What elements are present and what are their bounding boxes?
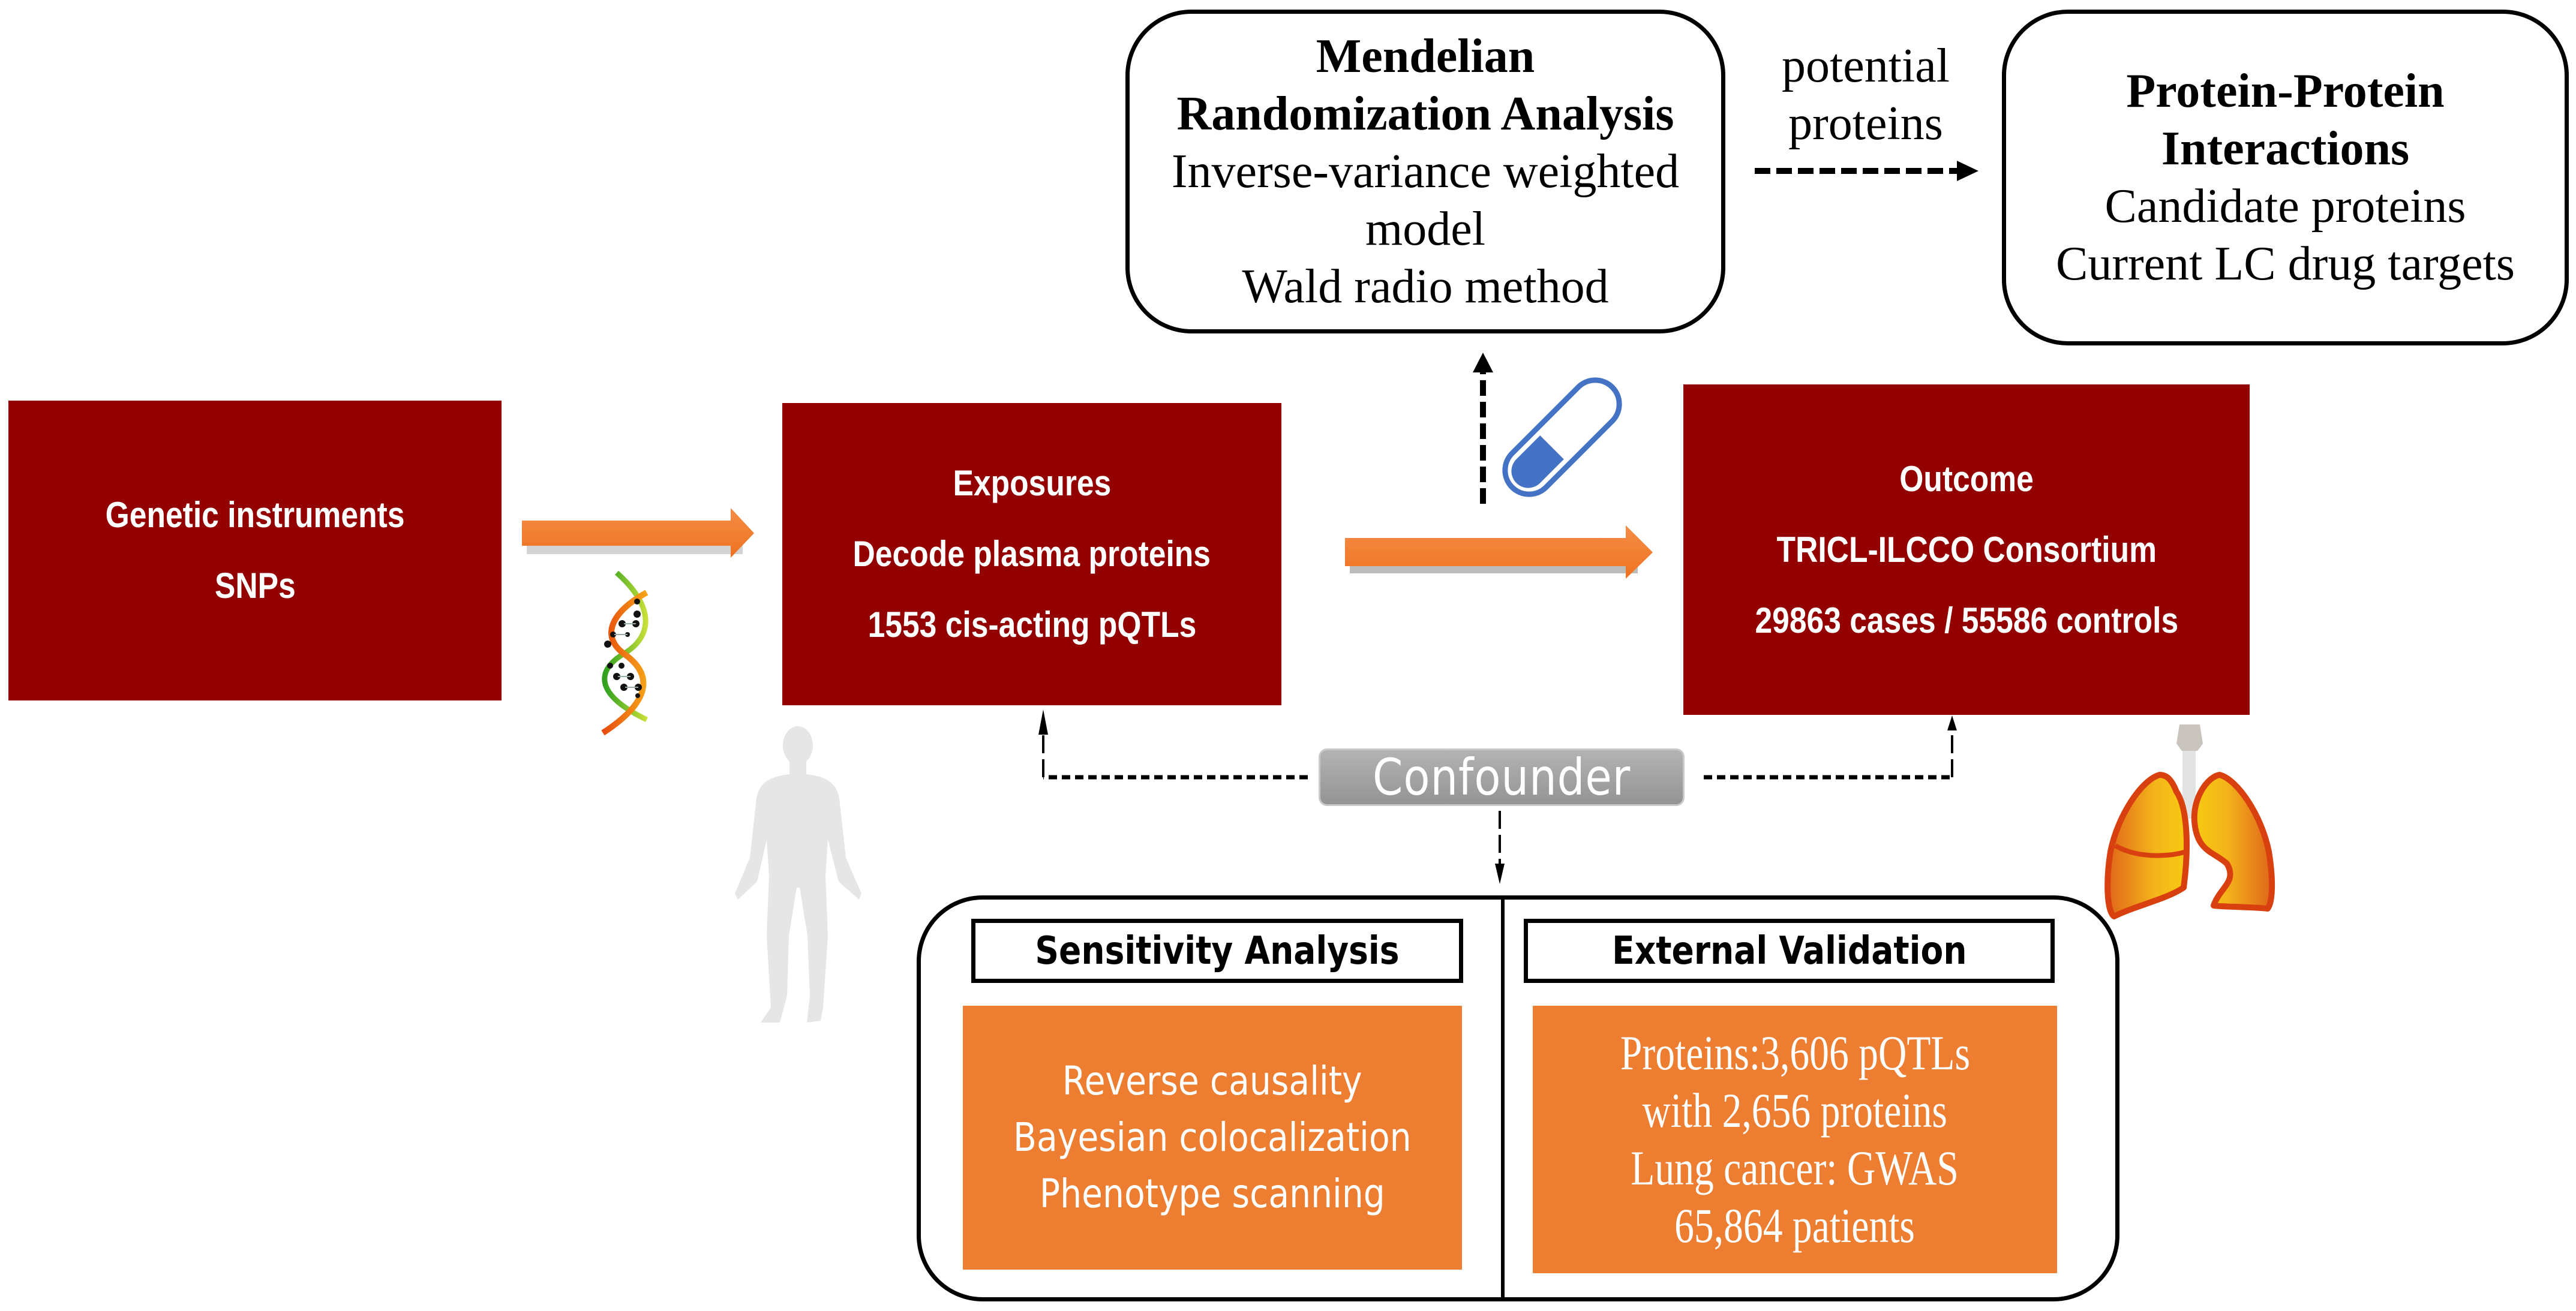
mr-analysis-box: Mendelian Randomization Analysis Inverse… [1125, 10, 1725, 333]
validation-details-box: Proteins:3,606 pQTLs with 2,656 proteins… [1533, 1006, 2057, 1273]
exposures-line3: 1553 cis-acting pQTLs [867, 605, 1196, 645]
dna-helix-icon [601, 570, 648, 736]
mr-title-line1: Mendelian [1316, 30, 1535, 83]
lungs-icon [2104, 724, 2275, 919]
sensitivity-methods-box: Reverse causality Bayesian colocalizatio… [963, 1006, 1462, 1270]
sensitivity-header: Sensitivity Analysis [971, 919, 1463, 983]
outcome-line3: 29863 cases / 55586 controls [1755, 600, 2178, 641]
dashed-arrow-confounder-to-exposures [1038, 709, 1308, 780]
dashed-arrow-confounder-to-outcome [1704, 715, 1957, 780]
flow-arrow-exposures-to-outcome [1345, 525, 1653, 579]
potential-label-line2: proteins [1788, 97, 1943, 150]
instruments-line1: Genetic instruments [105, 495, 405, 535]
human-silhouette-icon [735, 726, 861, 1023]
dashed-arrow-to-mr [1473, 353, 1493, 504]
analysis-divider [1501, 897, 1505, 1300]
ppi-title-line1: Protein-Protein [2126, 65, 2445, 118]
ppi-line2: Current LC drug targets [2055, 237, 2515, 290]
ppi-title-line2: Interactions [2161, 122, 2410, 175]
potential-label-line1: potential [1782, 40, 1950, 92]
potential-proteins-label: potential proteins [1764, 37, 1968, 152]
dashed-arrow-mr-to-ppi [1755, 161, 1978, 181]
sensitivity-item: Phenotype scanning [1040, 1171, 1385, 1217]
validation-item: Lung cancer: GWAS [1631, 1141, 1959, 1195]
mr-title-line2: Randomization Analysis [1176, 88, 1674, 140]
confounder-label: Confounder [1372, 748, 1631, 807]
genetic-instruments-box: Genetic instruments SNPs [8, 401, 502, 700]
sensitivity-header-label: Sensitivity Analysis [1035, 928, 1400, 973]
capsule-pill-icon [1502, 377, 1622, 497]
exposures-line2: Decode plasma proteins [852, 534, 1211, 574]
dashed-arrow-confounder-to-analysis [1495, 811, 1505, 884]
sensitivity-item: Reverse causality [1062, 1058, 1362, 1104]
ppi-box: Protein-Protein Interactions Candidate p… [2002, 10, 2569, 345]
instruments-line2: SNPs [214, 566, 296, 606]
validation-item: with 2,656 proteins [1642, 1083, 1948, 1138]
mr-method-line1: Inverse-variance weighted [1171, 145, 1680, 198]
validation-header: External Validation [1524, 919, 2055, 983]
validation-item: Proteins:3,606 pQTLs [1620, 1026, 1970, 1080]
confounder-box: Confounder [1319, 748, 1685, 807]
ppi-line1: Candidate proteins [2104, 180, 2466, 233]
validation-item: 65,864 patients [1674, 1198, 1916, 1253]
mr-method-line2: model [1365, 203, 1485, 255]
mr-method-line3: Wald radio method [1242, 260, 1609, 313]
sensitivity-item: Bayesian colocalization [1013, 1114, 1412, 1160]
exposures-box: Exposures Decode plasma proteins 1553 ci… [782, 403, 1281, 705]
outcome-line2: TRICL-ILCCO Consortium [1776, 529, 2157, 570]
outcome-box: Outcome TRICL-ILCCO Consortium 29863 cas… [1683, 384, 2250, 715]
flow-arrow-instruments-to-exposures [522, 508, 754, 558]
validation-header-label: External Validation [1611, 928, 1967, 973]
outcome-line1: Outcome [1899, 458, 2034, 499]
exposures-line1: Exposures [953, 463, 1111, 503]
